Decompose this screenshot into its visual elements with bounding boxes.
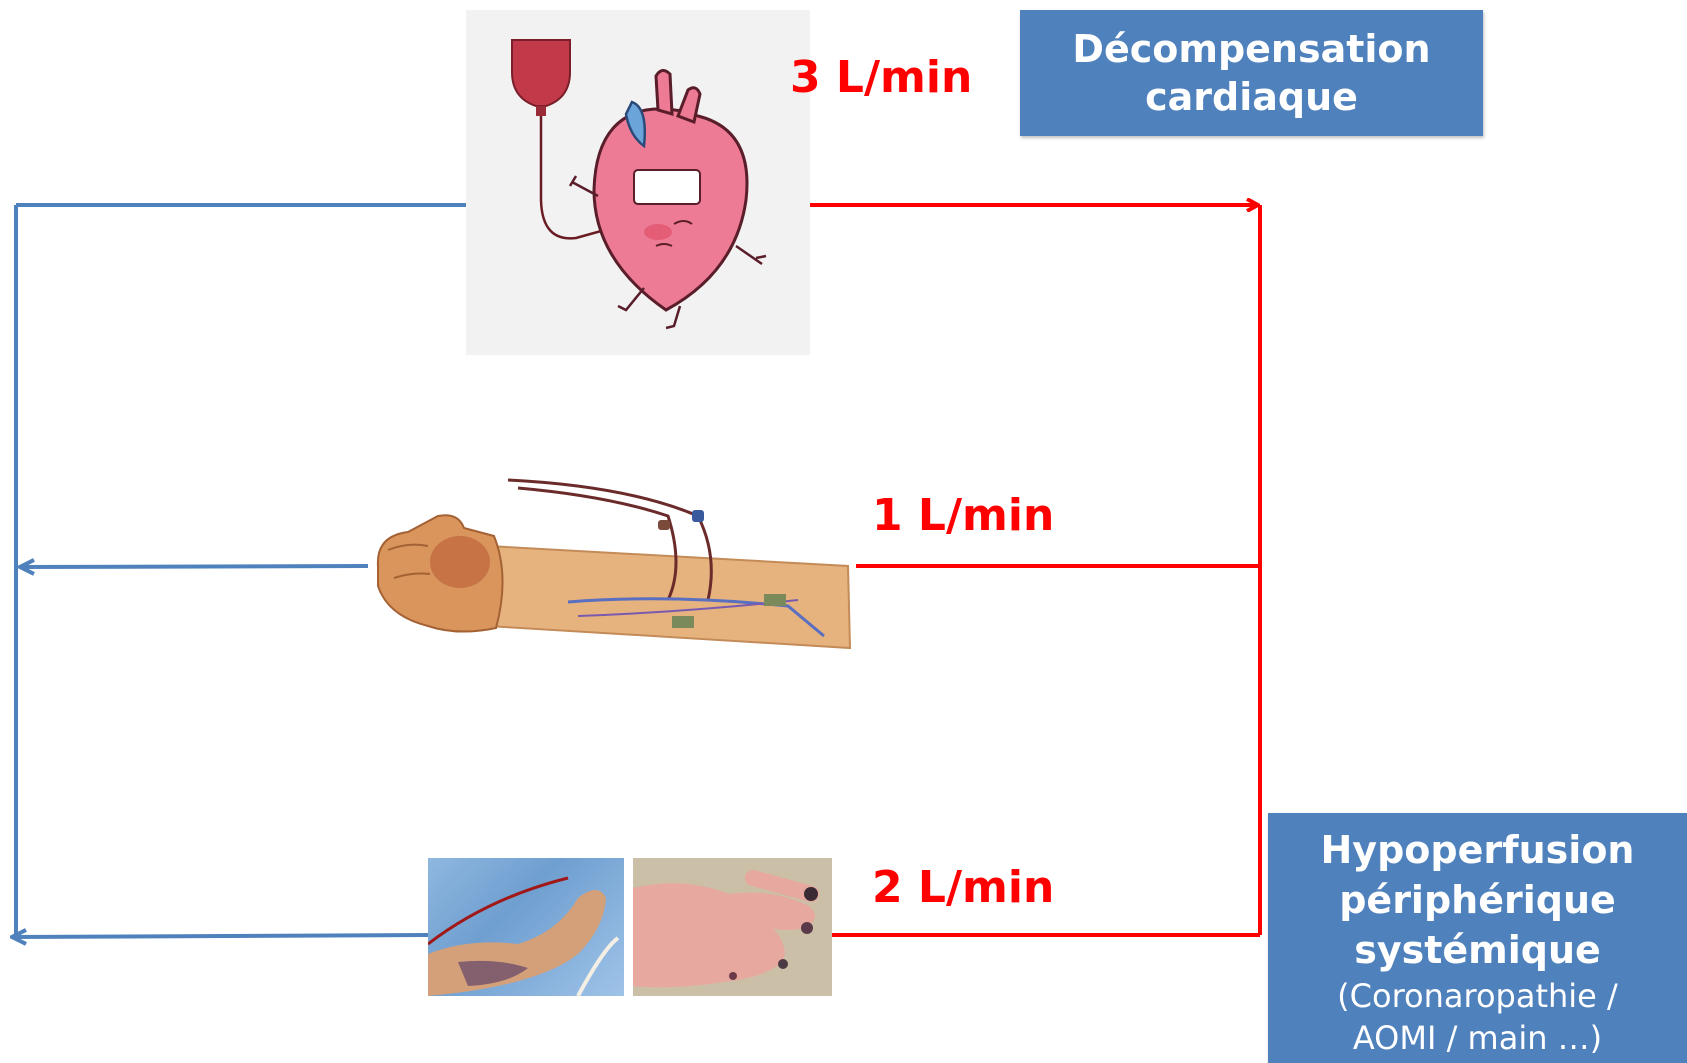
hypoperfusion-detail-line2: AOMI / main …) bbox=[1268, 1017, 1687, 1059]
blue-return-limbs bbox=[12, 935, 428, 937]
heart-illustration bbox=[466, 10, 810, 355]
decompensation-title-line2: cardiaque bbox=[1020, 73, 1483, 121]
hypoperfusion-title-line3: systémique bbox=[1268, 925, 1687, 975]
flow-label-arm: 1 L/min bbox=[872, 490, 1054, 541]
hypoperfusion-box: Hypoperfusion périphérique systémique (C… bbox=[1268, 813, 1687, 1063]
flow-label-limbs: 2 L/min bbox=[872, 862, 1054, 913]
hypoperfusion-title-line2: périphérique bbox=[1268, 875, 1687, 925]
arm-illustration bbox=[368, 476, 856, 651]
hand-photo bbox=[633, 858, 832, 996]
foot-photo bbox=[428, 858, 624, 996]
hypoperfusion-detail-line1: (Coronaropathie / bbox=[1268, 975, 1687, 1017]
decompensation-box: Décompensation cardiaque bbox=[1020, 10, 1483, 136]
hypoperfusion-title-line1: Hypoperfusion bbox=[1268, 825, 1687, 875]
blue-return-arm bbox=[20, 566, 368, 567]
decompensation-title-line1: Décompensation bbox=[1020, 25, 1483, 73]
flow-label-heart: 3 L/min bbox=[790, 52, 972, 103]
